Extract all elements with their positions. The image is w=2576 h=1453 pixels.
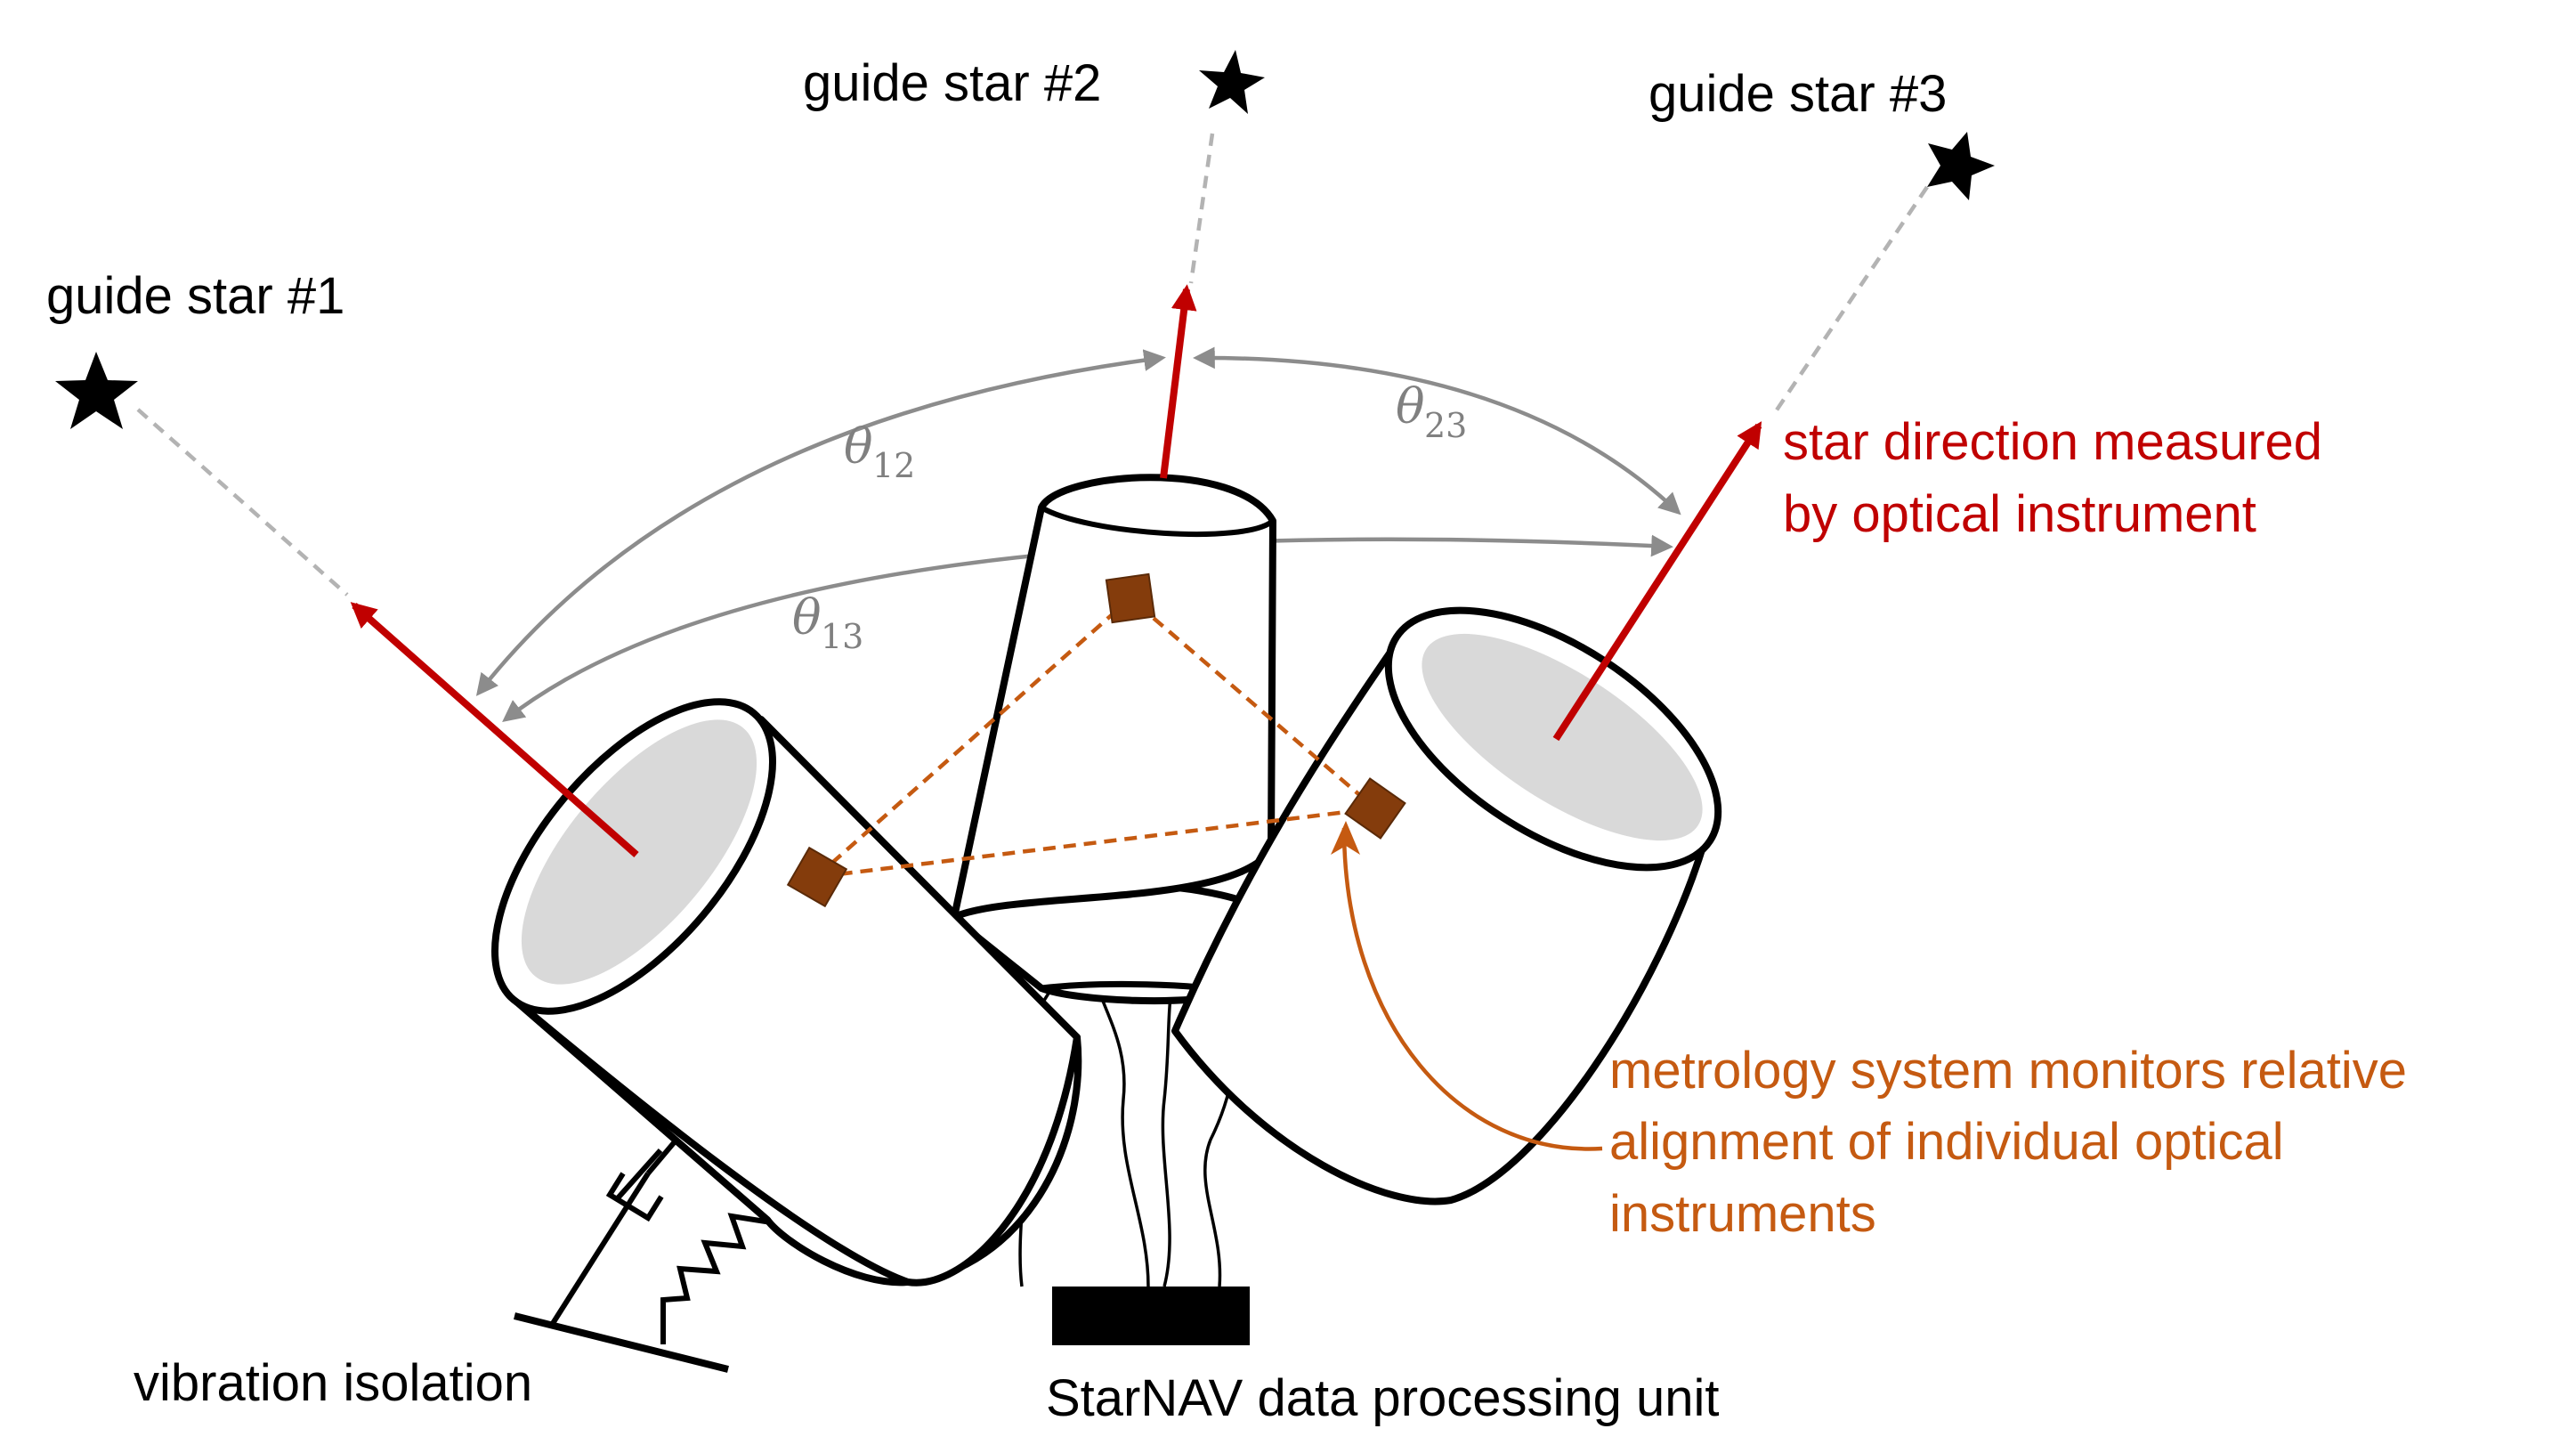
guide-star-3-icon <box>1927 132 1995 200</box>
star-direction-label-line1: star direction measured <box>1783 413 2322 471</box>
theta13-arc <box>502 534 1673 723</box>
vibration-isolator <box>514 1138 770 1373</box>
measured-direction-3 <box>1552 421 1762 742</box>
theta23-label: θ 23 <box>1396 378 1467 445</box>
processing-unit-label: StarNAV data processing unit <box>1046 1369 1720 1427</box>
metrology-pad-3 <box>1344 777 1406 840</box>
guide-star-2-label: guide star #2 <box>803 54 1101 112</box>
guide-star-1-icon <box>55 352 138 429</box>
metrology-label-line1: metrology system monitors relative <box>1609 1042 2407 1100</box>
measured-direction-1 <box>350 602 639 857</box>
guide-star-3-label: guide star #3 <box>1648 65 1947 123</box>
metrology-leader <box>1341 827 1603 1151</box>
svg-text:θ: θ <box>844 418 873 475</box>
svg-text:12: 12 <box>872 446 915 485</box>
measured-direction-2 <box>1160 284 1197 479</box>
cable <box>1092 961 1150 1287</box>
svg-text:θ: θ <box>792 589 822 645</box>
star2-sightline <box>1188 133 1215 284</box>
instrument-1-lens <box>521 719 757 985</box>
svg-text:θ: θ <box>1396 378 1425 434</box>
svg-text:23: 23 <box>1424 406 1467 445</box>
guide-star-2-icon <box>1199 50 1265 114</box>
metrology-pad-2 <box>1105 572 1156 624</box>
star3-sightline <box>1774 185 1929 413</box>
guide-star-1-label: guide star #1 <box>46 267 344 325</box>
metrology-leader-arrowhead <box>1331 821 1360 855</box>
instrument-2-aperture <box>1040 505 1275 537</box>
theta13-label: θ 13 <box>792 589 863 656</box>
instrument-3-lens <box>1422 633 1703 841</box>
optical-instrument-2 <box>951 474 1276 921</box>
metrology-link <box>814 596 1381 880</box>
vibration-isolation-label: vibration isolation <box>134 1354 532 1412</box>
cable <box>1161 970 1177 1287</box>
theta23-arc <box>1193 346 1681 515</box>
theta12-label: θ 12 <box>844 418 915 485</box>
processing-unit-icon <box>1052 1287 1250 1345</box>
metrology-pad-1 <box>786 846 848 908</box>
svg-text:13: 13 <box>821 617 863 656</box>
star1-sightline <box>136 408 349 597</box>
metrology-label-line2: alignment of individual optical <box>1609 1113 2284 1171</box>
metrology-label-line3: instruments <box>1609 1185 1876 1243</box>
star-direction-label-line2: by optical instrument <box>1783 485 2256 543</box>
